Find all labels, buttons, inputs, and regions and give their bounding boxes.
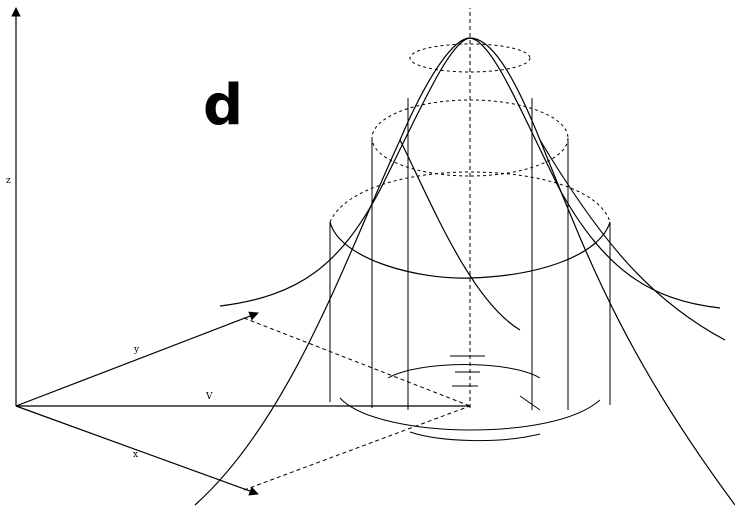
y-vector (15, 311, 259, 407)
x-vector (15, 405, 259, 496)
v-vector-label: V (206, 392, 213, 402)
z-axis-label: z (6, 176, 11, 186)
gaussian-curve-back (219, 37, 721, 309)
projection-dashes (243, 8, 471, 491)
slice-middle (371, 99, 569, 177)
gaussian-curve-right (399, 139, 726, 341)
gaussian-curve-main (194, 37, 735, 506)
slice-top (409, 43, 531, 73)
cylinder-lines (329, 98, 611, 410)
x-vector-label: x (133, 450, 139, 460)
slice-lower-front (329, 221, 611, 279)
panel-label: d (203, 73, 244, 138)
ground-arcs (339, 355, 601, 442)
slice-lower-back (329, 171, 611, 223)
y-vector-label: y (134, 345, 140, 355)
